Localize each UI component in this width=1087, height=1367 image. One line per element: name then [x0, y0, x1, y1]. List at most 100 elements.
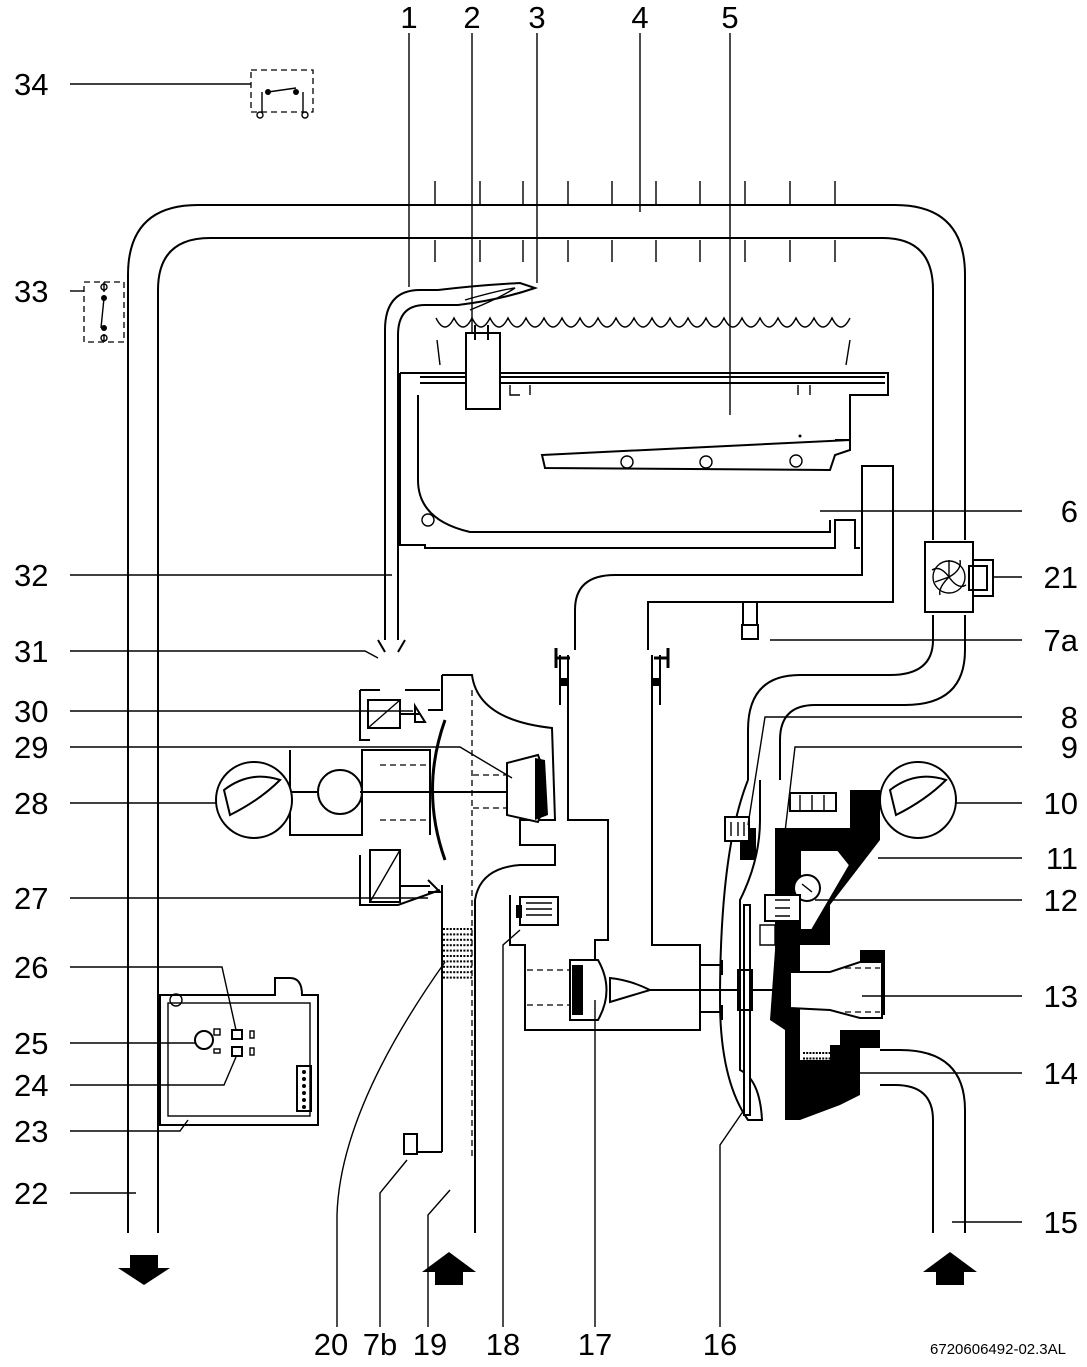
mesh-dot: [460, 960, 462, 963]
mesh-dot: [446, 938, 449, 941]
mesh-dot: [841, 1052, 844, 1054]
mesh-dot: [812, 1052, 815, 1054]
label-33: 33: [14, 274, 48, 309]
mesh-dot: [806, 1074, 809, 1076]
mesh-dot: [851, 1063, 853, 1065]
label-22: 22: [14, 1176, 48, 1211]
mesh-dot: [449, 976, 452, 979]
mesh-dot: [470, 949, 473, 952]
label-2: 2: [463, 0, 480, 35]
mesh-dot: [847, 1068, 850, 1071]
mesh-dot: [838, 1063, 841, 1065]
mesh-dot: [831, 1068, 834, 1071]
mesh-dot: [847, 1074, 850, 1076]
mesh-dot: [453, 938, 456, 941]
mesh-dot: [812, 1074, 815, 1076]
mesh-dot: [443, 960, 445, 963]
mesh-dot: [463, 971, 466, 974]
mesh-dot: [812, 1057, 815, 1060]
label-34: 34: [14, 67, 48, 102]
label-3: 3: [528, 0, 545, 35]
mesh-dot: [844, 1063, 847, 1065]
mesh-dot: [857, 1068, 860, 1071]
mesh-dot: [806, 1068, 809, 1071]
mesh-dot: [844, 1068, 847, 1071]
label-23: 23: [14, 1114, 48, 1149]
mesh-dot: [443, 955, 445, 957]
mesh-dot: [449, 938, 452, 941]
mesh-dot: [828, 1063, 831, 1065]
mesh-dot: [857, 1057, 860, 1060]
mesh-dot: [453, 949, 456, 952]
mesh-dot: [815, 1052, 818, 1054]
mesh-dot: [446, 965, 449, 968]
mesh-dot: [809, 1057, 812, 1060]
mesh-dot: [449, 949, 452, 952]
mesh-dot: [835, 1052, 837, 1054]
mesh-dot: [463, 944, 466, 947]
mesh-dot: [466, 971, 469, 974]
mesh-dot: [449, 960, 452, 963]
mesh-dot: [822, 1057, 825, 1060]
mesh-dot: [835, 1074, 837, 1076]
mesh-dot: [463, 949, 466, 952]
mesh-dot: [463, 938, 466, 941]
label-24: 24: [14, 1068, 48, 1103]
mesh-dot: [470, 976, 473, 979]
mesh-dot: [446, 971, 449, 974]
label-31: 31: [14, 634, 48, 669]
mesh-dot: [453, 955, 456, 957]
mesh-dot: [460, 965, 462, 968]
mesh-dot: [857, 1074, 860, 1076]
mesh-dot: [835, 1068, 837, 1071]
mesh-dot: [460, 971, 462, 974]
mesh-dot: [449, 928, 452, 930]
label-26: 26: [14, 950, 48, 985]
solenoid-valve-18: [516, 896, 559, 926]
mesh-dot: [812, 1063, 815, 1065]
mesh-dot: [851, 1068, 853, 1071]
mesh-dot: [453, 933, 456, 936]
label-14: 14: [1044, 1056, 1078, 1091]
mesh-dot: [453, 971, 456, 974]
label-8: 8: [1061, 700, 1078, 735]
mesh-dot: [857, 1063, 860, 1065]
burner-chamber: [399, 281, 889, 549]
test-nipple-7b: [403, 1133, 442, 1155]
mesh-dot: [835, 1063, 837, 1065]
label-18: 18: [486, 1327, 520, 1362]
mesh-dot: [854, 1057, 857, 1060]
mesh-dot: [809, 1063, 812, 1065]
mesh-dot: [453, 928, 456, 930]
mesh-dot: [841, 1068, 844, 1071]
label-4: 4: [631, 0, 648, 35]
mesh-dot: [463, 933, 466, 936]
mesh-dot: [828, 1074, 831, 1076]
mesh-dot: [463, 928, 466, 930]
mesh-dot: [819, 1063, 821, 1065]
mesh-dot: [838, 1057, 841, 1060]
mesh-dot: [446, 928, 449, 930]
label-12: 12: [1044, 883, 1078, 918]
flue-duct: [127, 204, 966, 1233]
mesh-dot: [443, 928, 445, 930]
mesh-dot: [841, 1057, 844, 1060]
label-11: 11: [1046, 841, 1078, 876]
mesh-dot: [828, 1057, 831, 1060]
mesh-dot: [854, 1068, 857, 1071]
mesh-dot: [466, 976, 469, 979]
label-1: 1: [400, 0, 417, 35]
mesh-dot: [449, 955, 452, 957]
label-10: 10: [1044, 786, 1078, 821]
mesh-dot: [466, 944, 469, 947]
mesh-dot: [460, 938, 462, 941]
mesh-dot: [470, 933, 473, 936]
gas-filter-gauze: [443, 928, 473, 979]
mesh-dot: [812, 1068, 815, 1071]
mesh-dot: [815, 1063, 818, 1065]
mesh-dot: [851, 1052, 853, 1054]
mesh-dot: [841, 1074, 844, 1076]
mesh-dot: [828, 1052, 831, 1054]
mesh-dot: [831, 1074, 834, 1076]
label-21: 21: [1044, 560, 1078, 595]
